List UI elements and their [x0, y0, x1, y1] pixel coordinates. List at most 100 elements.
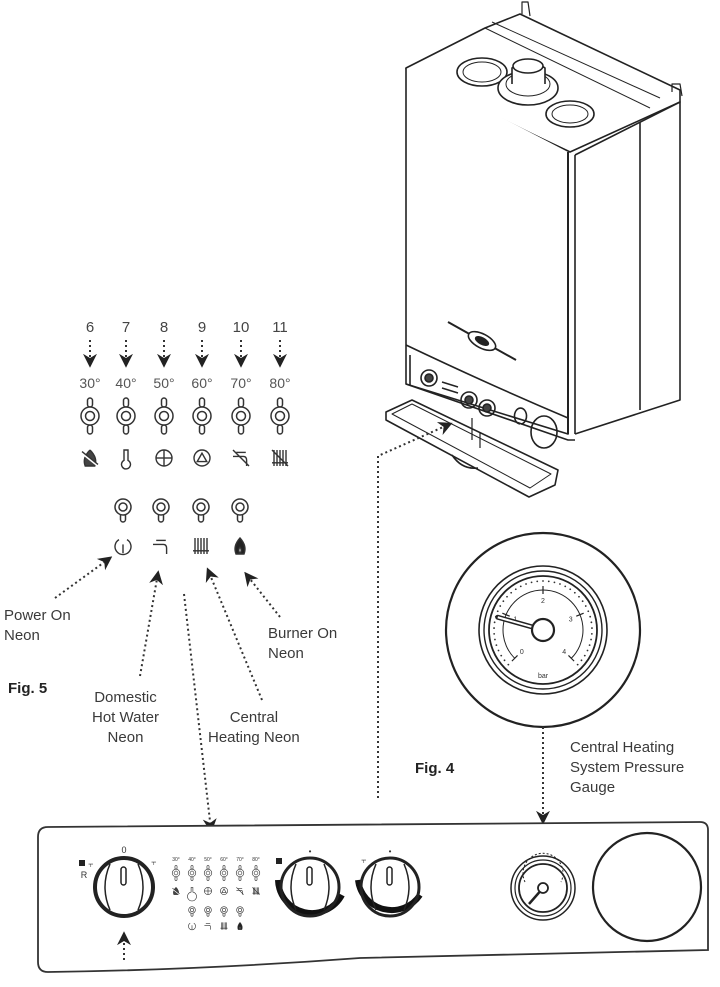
- flame-icon: [234, 536, 246, 555]
- temp-indicator-lamp: [116, 397, 136, 435]
- leader-dhw: [139, 570, 163, 677]
- temp-indicator-lamp: [80, 397, 100, 435]
- thermometer-icon: [120, 449, 132, 470]
- pump-triangle-icon: [220, 887, 228, 895]
- fig4-label: Fig. 4: [415, 760, 455, 777]
- indicator-temp: 40°: [115, 375, 136, 391]
- boiler-illustration: [385, 1, 683, 498]
- radiator-icon: [193, 538, 209, 554]
- dhw-knob-tap-icon: ⫟: [361, 855, 366, 865]
- indicator-number: 10: [233, 319, 250, 336]
- panel-temp-label: 40°: [188, 857, 196, 863]
- indicator-temp: 50°: [153, 375, 174, 391]
- gauge-major-tick: [568, 655, 575, 662]
- indicator-temp: 60°: [191, 375, 212, 391]
- neon-lamp: [114, 498, 132, 523]
- panel-temp-label: 60°: [220, 857, 228, 863]
- temp-indicator-lamp: [154, 397, 174, 435]
- control-panel: 0 R ⫟ ⫟ 30° 40° 50° 60° 70° 80° • • ⫟: [37, 821, 709, 973]
- indicator-number: 9: [198, 319, 206, 336]
- gauge-unit: bar: [538, 673, 549, 680]
- tap-icon: [153, 539, 168, 554]
- selector-tap-icon: ⫟: [88, 859, 93, 869]
- leader-fig5-to-panel: [183, 593, 217, 833]
- neon-lamp: [152, 498, 170, 523]
- radiator-crossed-icon: [271, 449, 289, 467]
- selector-reset-label: R: [81, 870, 88, 880]
- indicator-number: 11: [272, 319, 288, 336]
- flue-port-left: [456, 57, 508, 87]
- gauge-scale-label: 4: [562, 649, 566, 656]
- flame-icon: [237, 921, 243, 930]
- indicator-temp: 30°: [79, 375, 100, 391]
- leader-power: [54, 556, 113, 599]
- neon-lamp: [231, 498, 249, 523]
- tap-crossed-icon: [232, 449, 250, 467]
- gauge-scale-label: 3: [569, 617, 573, 624]
- central-heating-temp-knob[interactable]: [275, 856, 345, 918]
- blanking-plate: [591, 831, 703, 943]
- panel-neon-lamp: [236, 906, 244, 917]
- indicator-temp: 80°: [269, 375, 290, 391]
- tap-icon: [204, 923, 211, 930]
- gauge-scale-label: 0: [520, 649, 524, 656]
- dhw-knob-marker: •: [389, 847, 392, 856]
- selector-winter-icon: [79, 860, 85, 866]
- gauge-major-tick: [502, 612, 510, 617]
- selector-summer-tap-icon: ⫟: [151, 857, 156, 867]
- panel-neon-lamp: [188, 906, 196, 917]
- panel-neon-lamp: [204, 906, 212, 917]
- gauge-major-tick: [576, 612, 584, 617]
- fan-icon: [204, 887, 212, 895]
- gauge-scale-label: 2: [541, 598, 545, 605]
- neon-indicator-row: [114, 498, 249, 556]
- fan-icon: [155, 449, 173, 467]
- indicator-temp: 70°: [230, 375, 251, 391]
- selector-off-label: 0: [121, 845, 126, 855]
- radiator-icon: [220, 922, 228, 930]
- mode-selector-knob[interactable]: [93, 856, 155, 918]
- leader-boiler-to-panel: [377, 422, 453, 798]
- pump-triangle-icon: [193, 449, 211, 467]
- tap-crossed-icon: [236, 887, 244, 895]
- panel-indicator-cluster: 30° 40° 50° 60° 70° 80°: [171, 857, 261, 931]
- panel-temp-lamp: [235, 865, 245, 881]
- power-icon: [188, 922, 196, 931]
- panel-temp-label: 50°: [204, 857, 212, 863]
- thermometer-icon: [187, 887, 197, 902]
- panel-temp-lamp: [187, 865, 197, 881]
- panel-temp-lamp: [203, 865, 213, 881]
- temp-indicator-lamp: [270, 397, 290, 435]
- leader-burner: [244, 571, 281, 618]
- leader-ch: [205, 567, 263, 701]
- fig5-label: Fig. 5: [8, 680, 48, 697]
- hot-water-temp-knob[interactable]: [355, 856, 423, 918]
- flue-port-right: [545, 100, 595, 128]
- panel-temp-label: 70°: [236, 857, 244, 863]
- neon-leaders: [54, 556, 281, 833]
- indicator-number: 7: [122, 319, 130, 336]
- panel-temp-lamp: [219, 865, 229, 881]
- pressure-gauge-small: [510, 852, 576, 921]
- control-flap: [385, 399, 559, 498]
- radiator-crossed-icon: [252, 887, 260, 895]
- flame-crossed-icon: [172, 887, 180, 895]
- flame-crossed-icon: [81, 449, 99, 467]
- indicator-number: 8: [160, 319, 168, 336]
- power-icon: [114, 538, 132, 556]
- ch-knob-marker: •: [309, 847, 312, 856]
- panel-temp-label: 30°: [172, 857, 180, 863]
- gauge-major-tick: [511, 655, 518, 662]
- panel-neon-lamp: [220, 906, 228, 917]
- panel-temp-lamp: [171, 865, 181, 881]
- panel-temp-label: 80°: [252, 857, 260, 863]
- temp-indicator-lamp: [192, 397, 212, 435]
